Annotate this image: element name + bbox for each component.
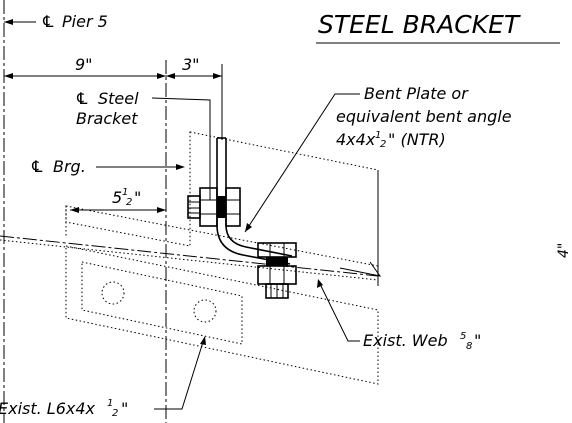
angle-label-main: Exist. L6x4x: [0, 399, 96, 418]
web-break-mark: [339, 261, 382, 277]
dim-5half-main: 5: [112, 188, 122, 207]
drawing-title: STEEL BRACKET: [318, 10, 521, 39]
bent-plate-label-3-den: 2: [380, 139, 386, 150]
bent-plate-outer: [216, 138, 291, 265]
web-label-den: 8: [466, 341, 472, 352]
brg-cl-symbol: ℄: [30, 157, 44, 176]
web-leader: [319, 283, 360, 342]
angle-label-unit: ": [121, 399, 128, 418]
bent-plate-leader: [244, 93, 360, 233]
dim-arrow-mid-r: [166, 73, 175, 79]
edge-dim-label: 4": [556, 243, 572, 258]
brg-leader-arrow: [176, 164, 185, 170]
dim-5half-unit: ": [134, 188, 141, 207]
dim-arrow-mid-l: [157, 73, 166, 79]
dim-5half-arrow-l: [70, 207, 79, 213]
bent-plate-label-3-num: 1: [375, 130, 381, 141]
angle-label-num: 1: [107, 398, 113, 409]
pier-cl-symbol: ℄: [41, 12, 55, 31]
dim-arrow-right: [213, 73, 222, 79]
bent-plate-label-1: Bent Plate or: [364, 84, 469, 103]
angle-label-den: 2: [112, 408, 118, 419]
existing-angle-outline: [65, 245, 379, 385]
brg-label: Brg.: [53, 157, 86, 176]
upper-bolt-thread-end: [187, 195, 201, 219]
pier-leader-arrow: [4, 19, 13, 25]
upper-bolt-head: [225, 187, 241, 227]
angle-leader: [154, 341, 204, 410]
flange-edge-hidden: [65, 205, 191, 247]
lower-nut: [257, 265, 297, 285]
dim-5half-num: 1: [122, 187, 128, 198]
bent-plate-label-3-tail: " (NTR): [388, 130, 446, 149]
web-label-unit: ": [474, 331, 481, 350]
dim-5half-arrow-r: [157, 207, 166, 213]
bent-plate-label-3-main: 4x4x: [336, 130, 376, 149]
upper-washer: [217, 196, 226, 218]
bent-plate-label-2: equivalent bent angle: [336, 107, 512, 126]
upper-nut: [199, 187, 218, 227]
web-face-lower: [0, 239, 379, 281]
steel-bracket-label-1: Steel: [98, 89, 139, 108]
dim-9-label: 9": [75, 55, 93, 74]
web-label-main: Exist. Web: [363, 331, 448, 350]
dim-arrow-left: [4, 73, 13, 79]
bolt-hole-2: [193, 299, 217, 323]
steel-bracket-cl-symbol: ℄: [75, 89, 89, 108]
lower-washer: [266, 257, 288, 266]
pier-label: Pier 5: [62, 12, 108, 31]
steel-bracket-label-2: Bracket: [76, 109, 138, 128]
web-label-num: 5: [460, 331, 466, 342]
steel-bracket-leader: [151, 97, 211, 112]
bent-plate-leader-arrow: [245, 223, 252, 232]
dim-5half-den: 2: [126, 197, 132, 208]
bolt-hole-1: [101, 281, 125, 305]
web-centerline: [0, 235, 379, 277]
web-leader-arrow: [317, 279, 323, 288]
angle-leader-arrow: [200, 336, 206, 345]
dim-3-label: 3": [182, 55, 200, 74]
existing-angle-leg: [81, 261, 243, 345]
